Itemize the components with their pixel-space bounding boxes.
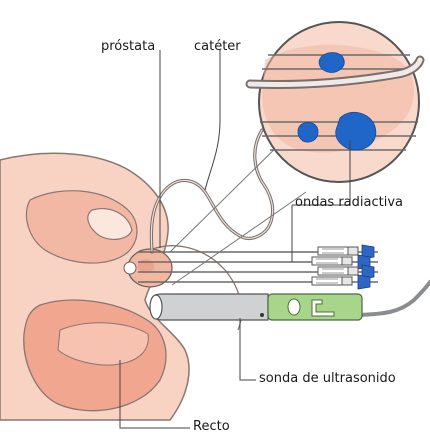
label-radioactive-waves: ondas radiactiva: [295, 196, 403, 209]
seed-2: [336, 112, 376, 150]
seed-1: [319, 53, 344, 73]
catheter-tube: [151, 130, 272, 252]
probe-shaft: [152, 294, 268, 320]
label-catheter: catéter: [194, 40, 241, 53]
magnified-inset: [170, 22, 420, 285]
label-prostate: próstata: [101, 40, 155, 53]
label-ultrasound-probe: sonda de ultrasonido: [259, 372, 396, 385]
probe-leader: [240, 318, 256, 380]
needle-hub-4: [312, 275, 370, 289]
seed-3: [298, 122, 318, 142]
label-rectum: Recto: [193, 420, 230, 433]
seed-needles: [138, 245, 378, 289]
catheter-leader: [205, 50, 220, 190]
probe-button-oval: [288, 299, 300, 315]
probe-cable: [360, 282, 430, 315]
ultrasound-probe: [150, 282, 430, 320]
